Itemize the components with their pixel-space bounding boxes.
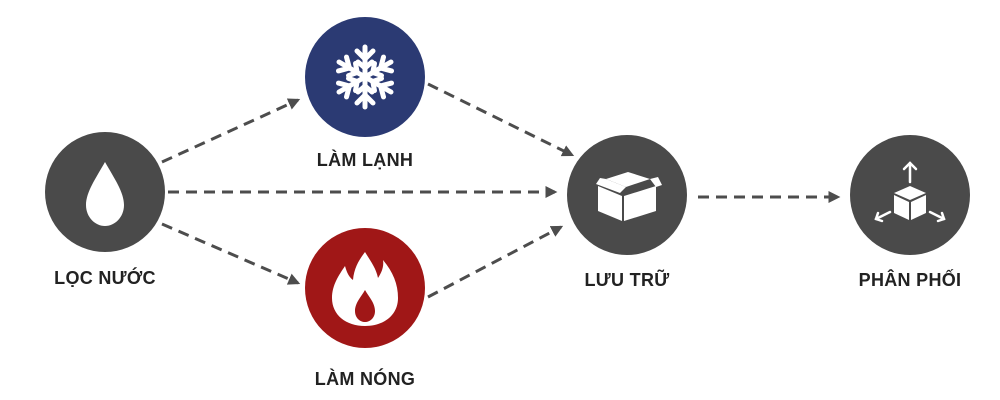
edge-lam-lanh-to-luu-tru xyxy=(427,82,575,157)
water-drop-icon xyxy=(86,162,124,226)
node-loc-nuoc xyxy=(45,132,165,252)
node-circle-luu-tru xyxy=(567,135,687,255)
node-luu-tru xyxy=(567,135,687,255)
node-lam-lanh xyxy=(305,17,425,137)
edge-lam-nong-to-luu-tru xyxy=(427,225,564,299)
flame-icon xyxy=(332,252,398,326)
label-lam-lanh: LÀM LẠNH xyxy=(316,150,414,170)
label-phan-phoi: PHÂN PHỐI xyxy=(858,270,962,290)
box-icon xyxy=(596,172,662,221)
label-loc-nuoc: LỌC NƯỚC xyxy=(54,268,156,288)
node-lam-nong xyxy=(305,228,425,348)
edges xyxy=(161,82,841,299)
edge-loc-nuoc-to-lam-nong xyxy=(161,222,301,285)
label-lam-nong: LÀM NÓNG xyxy=(314,369,416,389)
distribution-box-icon xyxy=(874,161,946,223)
node-phan-phoi xyxy=(850,135,970,255)
label-luu-tru: LƯU TRỮ xyxy=(584,270,670,290)
edge-loc-nuoc-to-lam-lanh xyxy=(161,98,301,164)
snowflake-icon xyxy=(335,44,395,107)
